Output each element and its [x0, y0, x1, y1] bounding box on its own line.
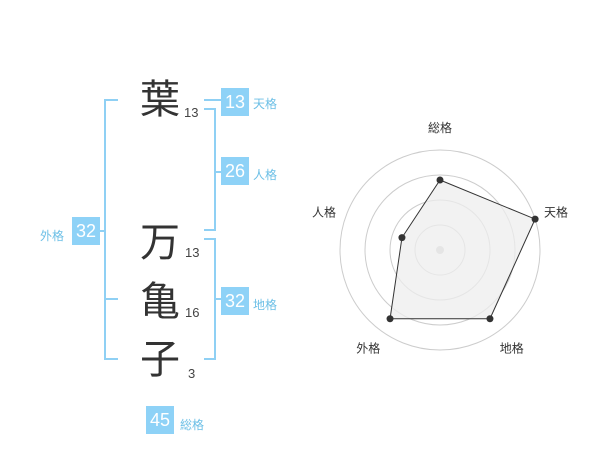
- radar-axis-label-1: 総格: [428, 120, 452, 135]
- gaikaku-bracket-bottom: [104, 358, 118, 360]
- stroke-count-2: 13: [185, 245, 200, 260]
- chikaku-label: 地格: [253, 298, 278, 312]
- radar-point-3: [486, 315, 494, 323]
- radar-data-polygon: [389, 179, 536, 320]
- gaikaku-bracket-vertical: [104, 99, 106, 360]
- radar-point-5: [398, 234, 406, 242]
- radar-axis-label-5: 人格: [312, 204, 336, 219]
- jinkaku-bracket-top: [204, 108, 216, 110]
- tenkaku-connector: [204, 99, 222, 101]
- jinkaku-bracket-vertical: [214, 108, 216, 231]
- gaikaku-bracket-top: [104, 99, 118, 101]
- jinkaku-value: 26: [221, 157, 249, 185]
- chikaku-value: 32: [221, 287, 249, 315]
- tenkaku-label: 天格: [253, 97, 278, 111]
- tenkaku-value: 13: [221, 88, 249, 116]
- name-char-2: 万: [140, 220, 180, 266]
- radar-axis-label-3: 地格: [500, 341, 524, 356]
- radar-ring: [339, 149, 541, 351]
- gaikaku-value: 32: [72, 217, 100, 245]
- gaikaku-label: 外格: [40, 229, 65, 243]
- name-char-4: 子: [140, 337, 180, 383]
- jinkaku-connector: [214, 171, 222, 173]
- radar-point-2: [531, 215, 539, 223]
- stroke-count-3: 16: [185, 305, 200, 320]
- radar-axis-label-4: 外格: [356, 341, 380, 356]
- radar-point-4: [386, 315, 394, 323]
- gaikaku-connector: [100, 230, 106, 232]
- soukaku-label: 総格: [180, 418, 205, 432]
- jinkaku-label: 人格: [253, 168, 278, 182]
- radar-point-1: [436, 176, 444, 184]
- jinkaku-bracket-bottom: [204, 229, 216, 231]
- name-char-3: 亀: [140, 279, 180, 325]
- soukaku-value: 45: [146, 406, 174, 434]
- stroke-count-4: 3: [188, 366, 196, 381]
- chikaku-connector: [214, 298, 222, 300]
- stroke-count-1: 13: [184, 105, 199, 120]
- name-char-1: 葉: [140, 77, 180, 123]
- gaikaku-bracket-mid: [104, 298, 118, 300]
- chikaku-bracket-bottom: [204, 358, 216, 360]
- radar-axis-label-2: 天格: [544, 204, 568, 219]
- chikaku-bracket-top: [204, 238, 216, 240]
